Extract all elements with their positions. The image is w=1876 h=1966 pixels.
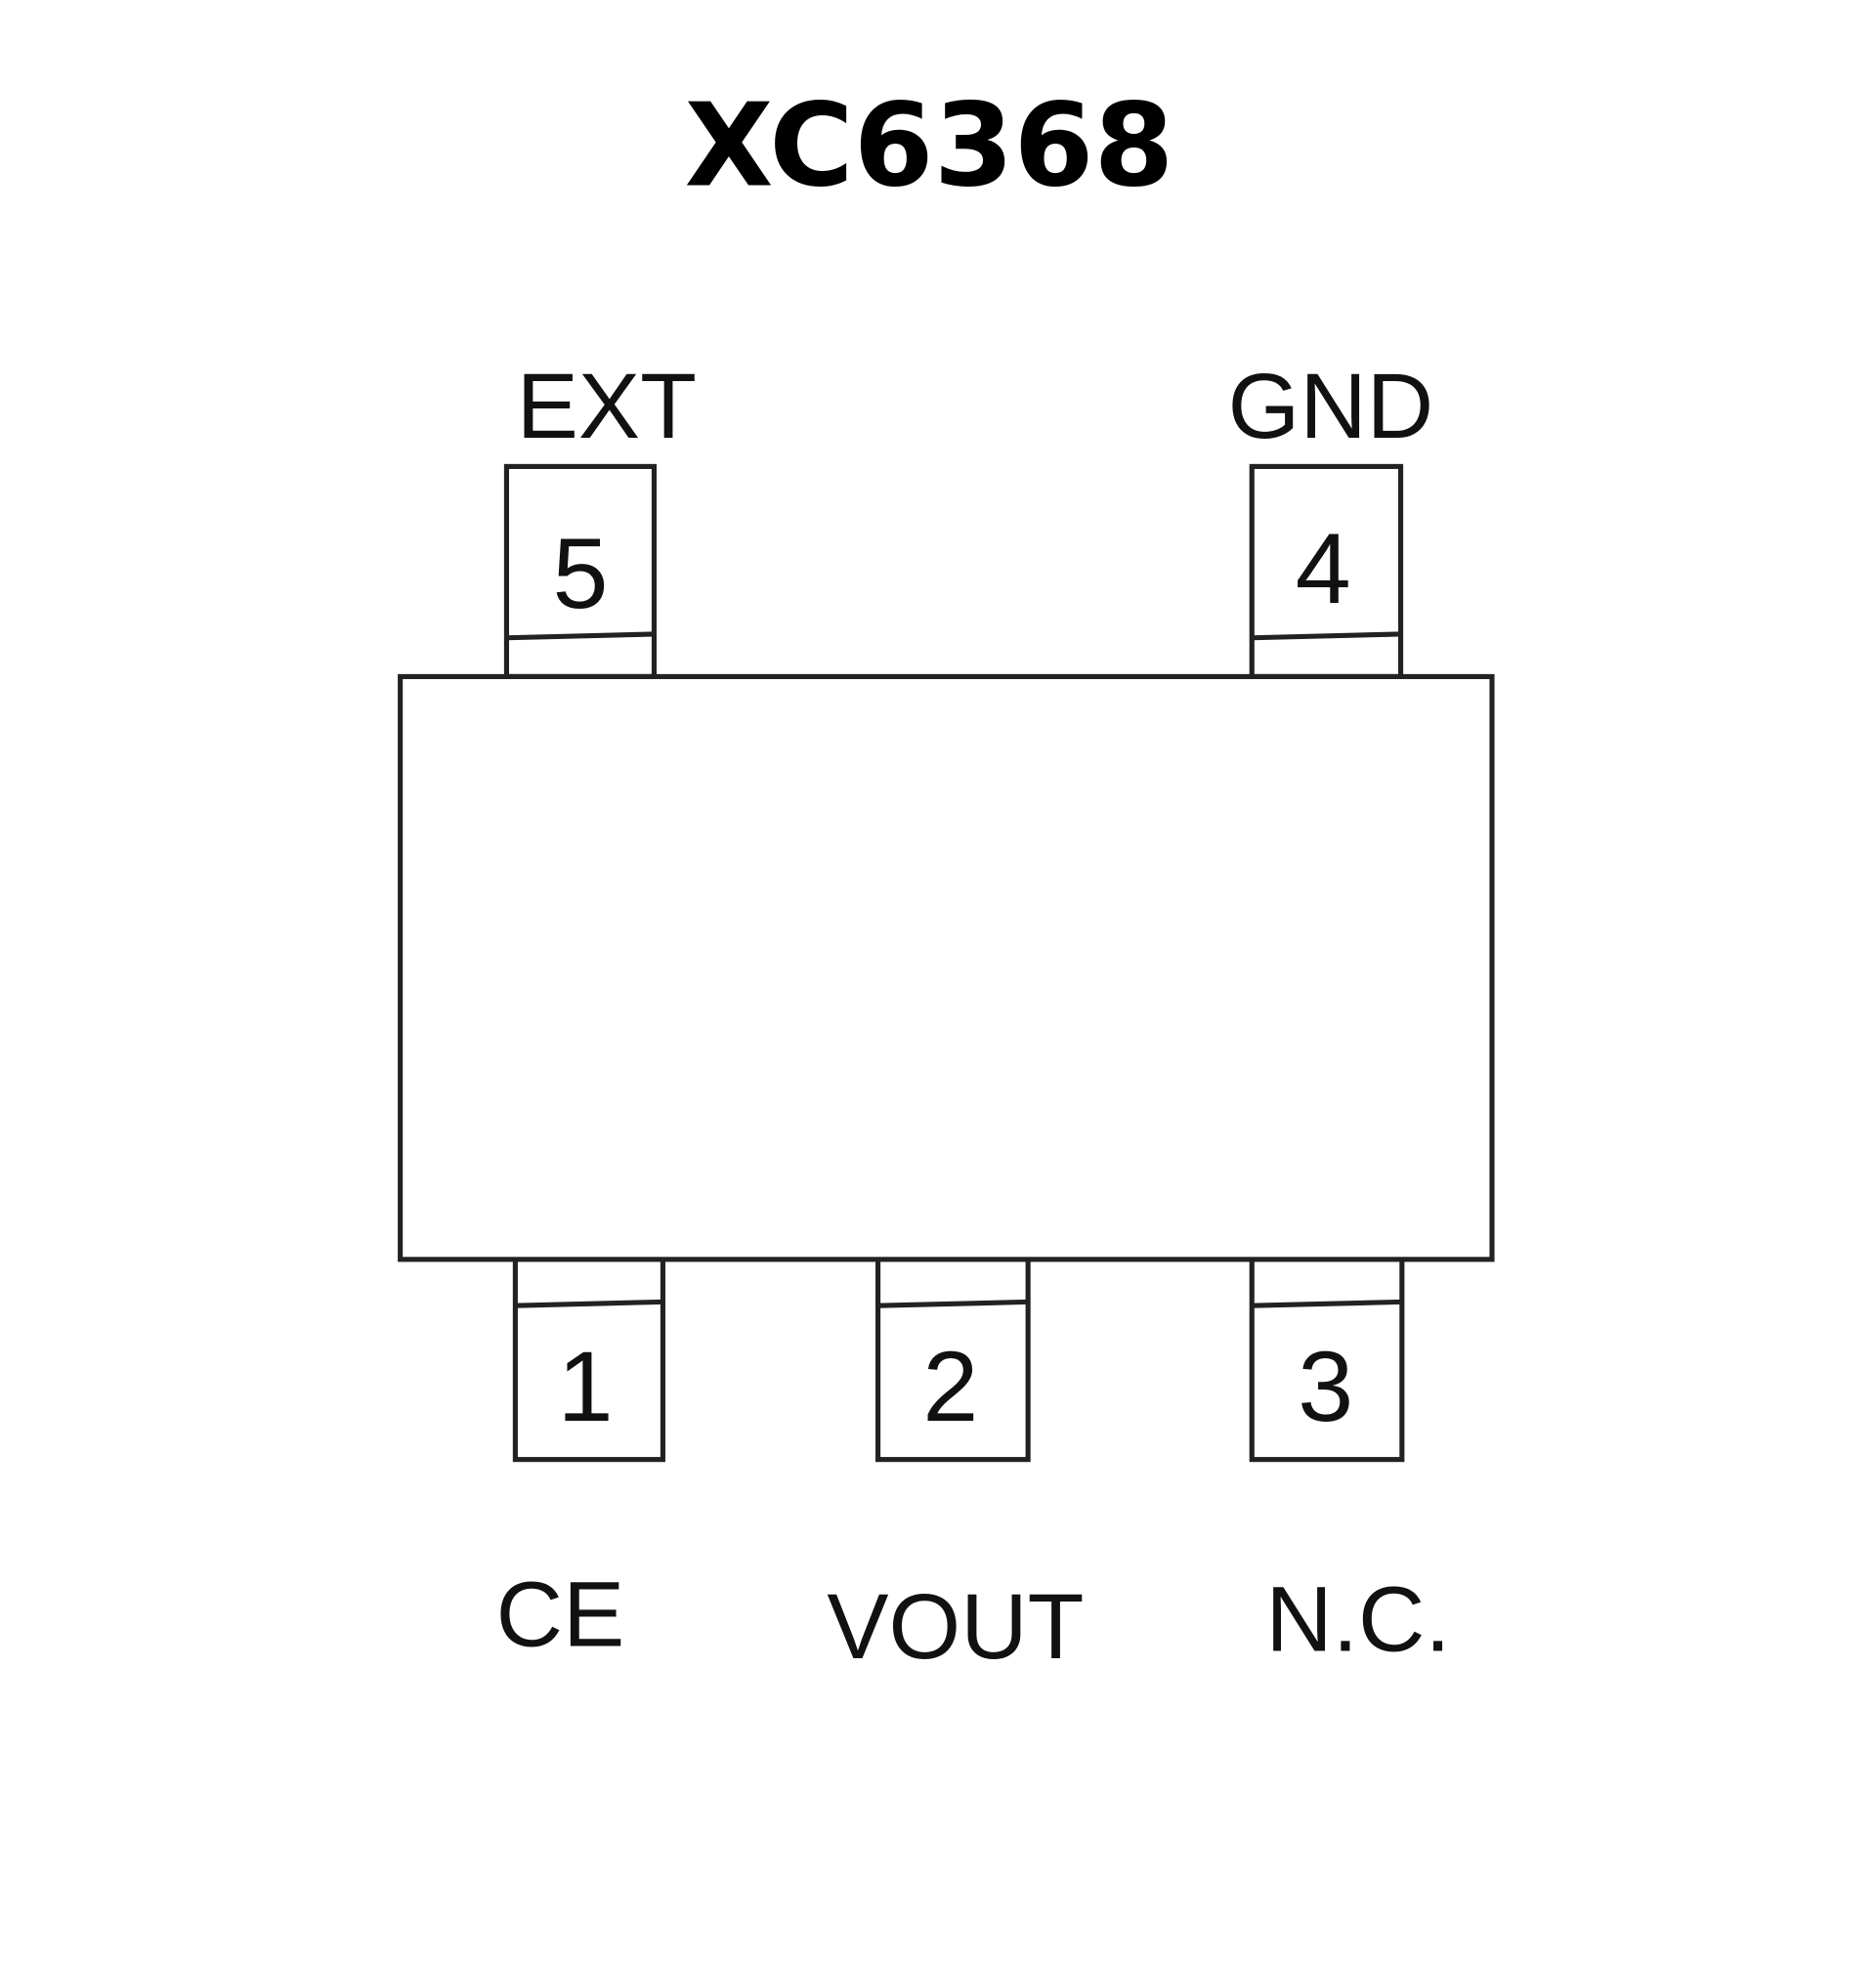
pin-4-number: 4 [1296, 512, 1351, 624]
pin-5-label: EXT [517, 355, 697, 458]
pin-4-label: GND [1228, 355, 1433, 458]
chip-title: XC6368 [685, 78, 1174, 212]
pin-3-number: 3 [1298, 1330, 1353, 1442]
pin-5-number: 5 [552, 517, 608, 629]
pin-2-label: VOUT [827, 1575, 1084, 1679]
pin-1-number: 1 [558, 1330, 614, 1442]
pin-3-label: N.C. [1265, 1567, 1450, 1671]
pin-1-label: CE [496, 1562, 625, 1666]
pin-5: 5 EXT [503, 355, 697, 679]
pin-4: 4 GND [1228, 355, 1433, 679]
pin-1: 1 CE [496, 1254, 665, 1666]
pin-3: 3 N.C. [1249, 1254, 1451, 1671]
pin-2-number: 2 [922, 1330, 978, 1442]
package-body [398, 673, 1495, 1262]
pin-2: 2 VOUT [827, 1254, 1084, 1679]
